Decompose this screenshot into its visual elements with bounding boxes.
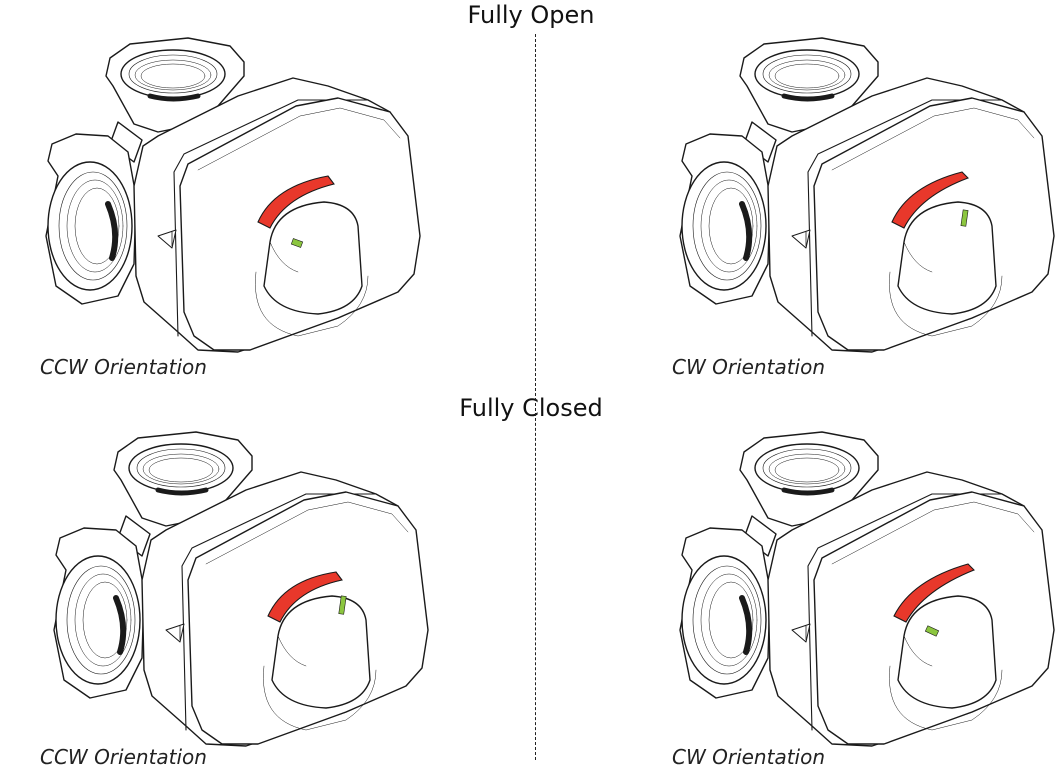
heading-fully-open: Fully Open xyxy=(0,1,1062,29)
caption-closed-ccw: CCW Orientation xyxy=(40,745,207,769)
center-divider xyxy=(535,34,536,760)
heading-fully-closed-text: Fully Closed xyxy=(455,394,607,422)
valve-closed-ccw-illustration xyxy=(46,430,446,750)
valve-open-ccw-illustration xyxy=(38,36,438,356)
position-indicator xyxy=(924,625,940,637)
heading-fully-open-text: Fully Open xyxy=(463,1,599,29)
valve-open-cw-illustration xyxy=(672,36,1062,356)
valve-closed-cw-illustration xyxy=(672,430,1062,750)
position-indicator xyxy=(290,238,304,248)
caption-open-cw: CW Orientation xyxy=(672,355,826,379)
position-indicator xyxy=(338,595,347,615)
caption-open-ccw: CCW Orientation xyxy=(40,355,207,379)
position-indicator xyxy=(960,209,969,227)
heading-fully-closed: Fully Closed xyxy=(0,394,1062,422)
caption-closed-cw: CW Orientation xyxy=(672,745,826,769)
